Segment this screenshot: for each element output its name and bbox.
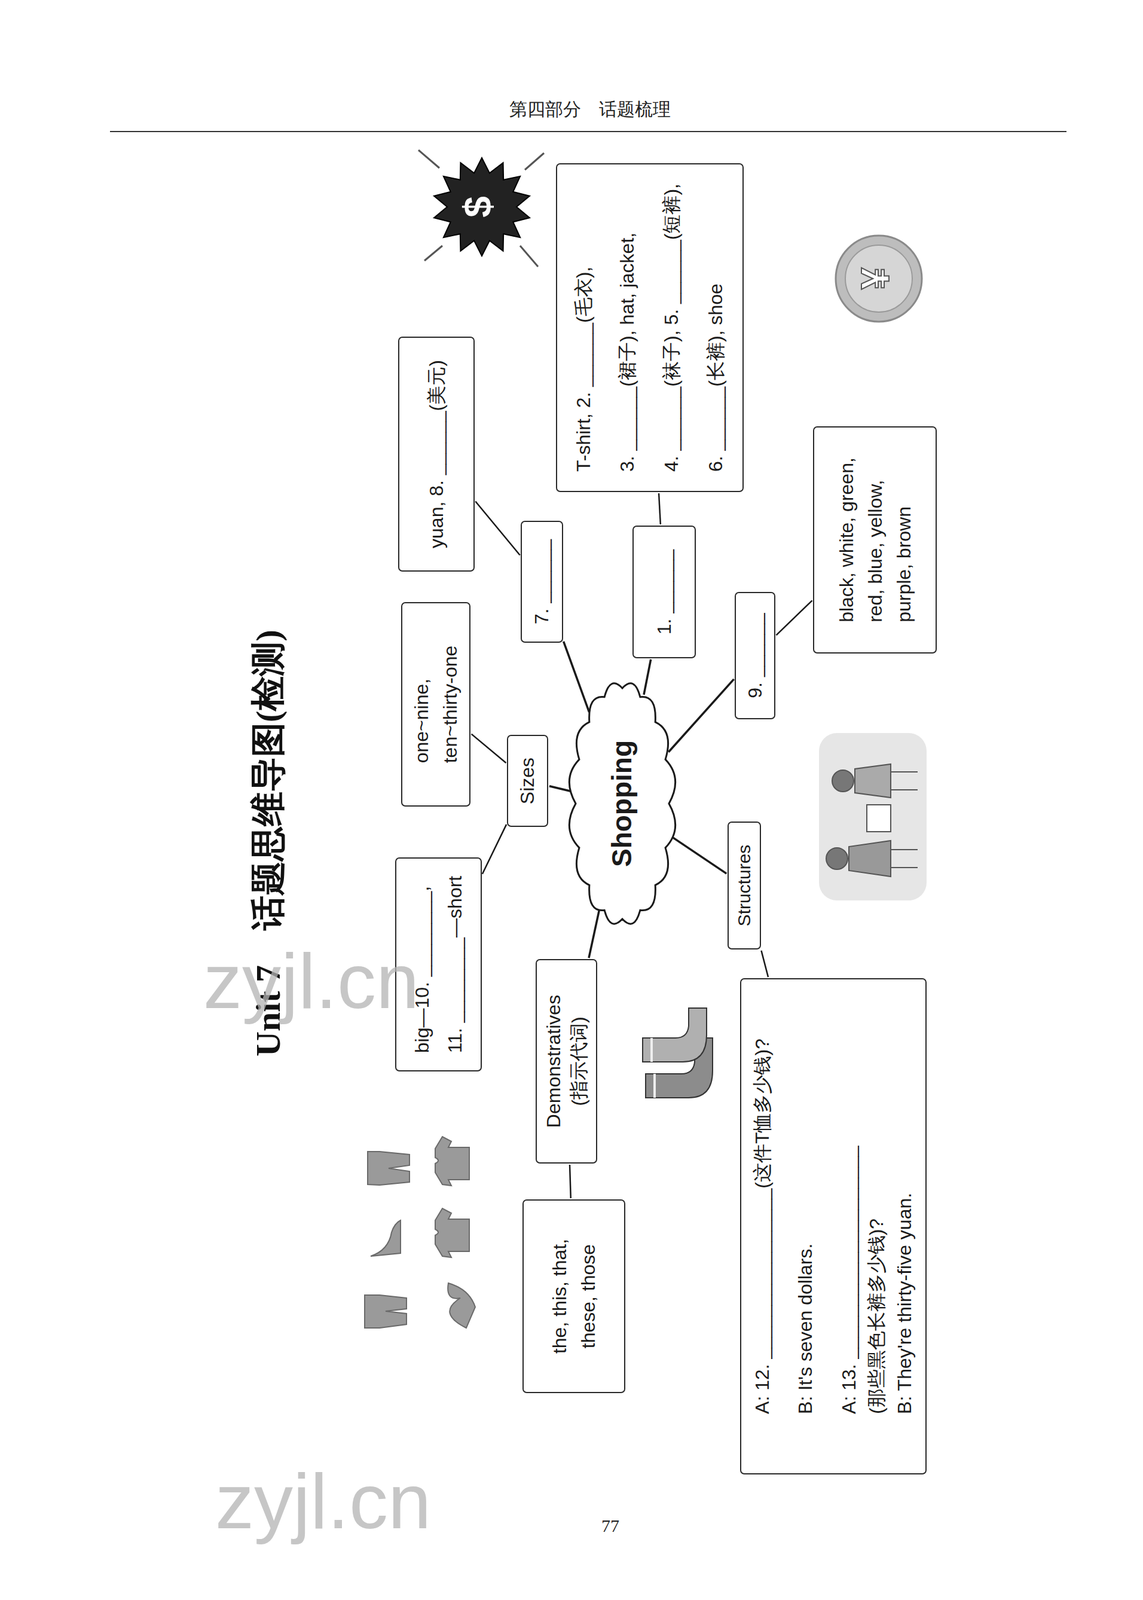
watermark: zyjl.cn: [215, 1458, 515, 1545]
yuan-coin: [835, 235, 922, 322]
topic-text: Demonstratives: [541, 994, 567, 1128]
branch-line: [761, 950, 769, 977]
topic-text: these, those: [573, 1244, 603, 1349]
text-stack: black, white, green,red, blue, yellow,pu…: [832, 457, 919, 623]
watermark: zyjl.cn: [203, 938, 503, 1025]
dollar-sign: $: [456, 182, 499, 231]
yuan-sign: ¥: [853, 254, 898, 303]
topic-text: 7. ______: [530, 539, 553, 625]
topic-text: black, white, green,: [832, 457, 861, 623]
topic-box: the, this, that,these, those: [522, 1199, 626, 1393]
topic-box: 9. ______: [734, 591, 776, 720]
page-number: 77: [550, 1515, 671, 1536]
branch-line: [549, 786, 572, 792]
branch-line: [668, 679, 734, 753]
branch-line: [569, 1164, 571, 1198]
topic-cloud: Shopping: [566, 678, 679, 929]
topic-text: B: They're thirty-five yuan.: [890, 1192, 919, 1414]
topic-title: Shopping: [605, 740, 639, 867]
topic-box: one~nine,ten~thirty-one: [401, 601, 471, 807]
topic-text: 3. ______(裙子), hat, jacket,: [605, 232, 650, 472]
text-stack: 7. ______: [530, 539, 553, 625]
topic-text: B: It's seven dollars.: [791, 1243, 819, 1414]
topic-box: A: 12. ________________(这件T恤多少钱)? B: It's…: [740, 978, 927, 1475]
text-stack: A: 12. ________________(这件T恤多少钱)? B: It's…: [748, 1038, 919, 1414]
topic-text: 11. ________—short: [438, 875, 472, 1054]
text-stack: T-shirt, 2. ______(毛衣),3. ______(裙子), ha…: [561, 183, 738, 472]
topic-box: yuan, 8. ______(美元): [398, 336, 475, 572]
topic-text: ten~thirty-one: [435, 645, 465, 764]
topic-box: 1. ______: [632, 525, 696, 659]
text-stack: 1. ______: [652, 549, 676, 635]
running-header: 第四部分 话题梳理: [470, 99, 710, 119]
topic-text: 6. ______(长裤), shoe: [694, 283, 739, 472]
topic-text: (那些黑色长裤多少钱)?: [862, 1218, 891, 1414]
topic-text: A: 12. ________________(这件T恤多少钱)?: [748, 1038, 776, 1414]
topic-text: one~nine,: [407, 678, 436, 763]
topic-text: the, this, that,: [545, 1238, 574, 1354]
header-rule: [109, 130, 1067, 133]
text-stack: yuan, 8. ______(美元): [425, 359, 448, 549]
clothes-icons: [364, 1136, 476, 1328]
branch-line: [563, 641, 590, 712]
topic-text: (指示代词): [566, 1016, 592, 1106]
text-stack: one~nine,ten~thirty-one: [407, 645, 465, 764]
topic-text: Sizes: [515, 757, 539, 805]
branch-line: [658, 493, 661, 525]
branch-line: [671, 836, 727, 874]
topic-box: T-shirt, 2. ______(毛衣),3. ______(裙子), ha…: [555, 163, 744, 492]
topic-box: Demonstratives(指示代词): [535, 958, 598, 1164]
text-stack: Structures: [733, 844, 756, 927]
topic-box: 7. ______: [520, 520, 564, 643]
branch-line: [482, 824, 507, 874]
text-stack: Sizes: [515, 757, 539, 805]
topic-text: 1. ______: [652, 549, 676, 635]
topic-box: Structures: [727, 821, 762, 950]
topic-box: Sizes: [506, 734, 549, 827]
topic-text: 9. ______: [743, 612, 767, 698]
socks-icon: [642, 1007, 713, 1098]
shopping-people: [818, 732, 927, 901]
topic-text: purple, brown: [889, 506, 919, 623]
dollar-burst: [418, 150, 545, 267]
topic-text: Structures: [733, 844, 756, 927]
branch-line: [775, 600, 812, 635]
branch-line: [588, 910, 599, 958]
text-stack: 9. ______: [743, 612, 767, 698]
text-stack: the, this, that,these, those: [545, 1238, 603, 1354]
text-stack: Demonstratives(指示代词): [541, 994, 592, 1128]
topic-text: 4. ______(袜子), 5. ______(短裤),: [649, 183, 695, 472]
rotated-sheet: Unit 7 话题思维导图(检测)ShoppingSizesbig—10. __…: [203, 153, 951, 1493]
topic-text: red, blue, yellow,: [860, 480, 890, 623]
topic-box: black, white, green,red, blue, yellow,pu…: [813, 426, 937, 654]
branch-line: [643, 659, 652, 695]
branch-line: [475, 500, 520, 555]
topic-text: yuan, 8. ______(美元): [425, 359, 448, 549]
topic-text: A: 13. ____________________: [835, 1145, 863, 1414]
branch-line: [471, 734, 507, 763]
topic-text: T-shirt, 2. ______(毛衣),: [561, 266, 607, 472]
text-stack: Shopping: [605, 740, 639, 867]
